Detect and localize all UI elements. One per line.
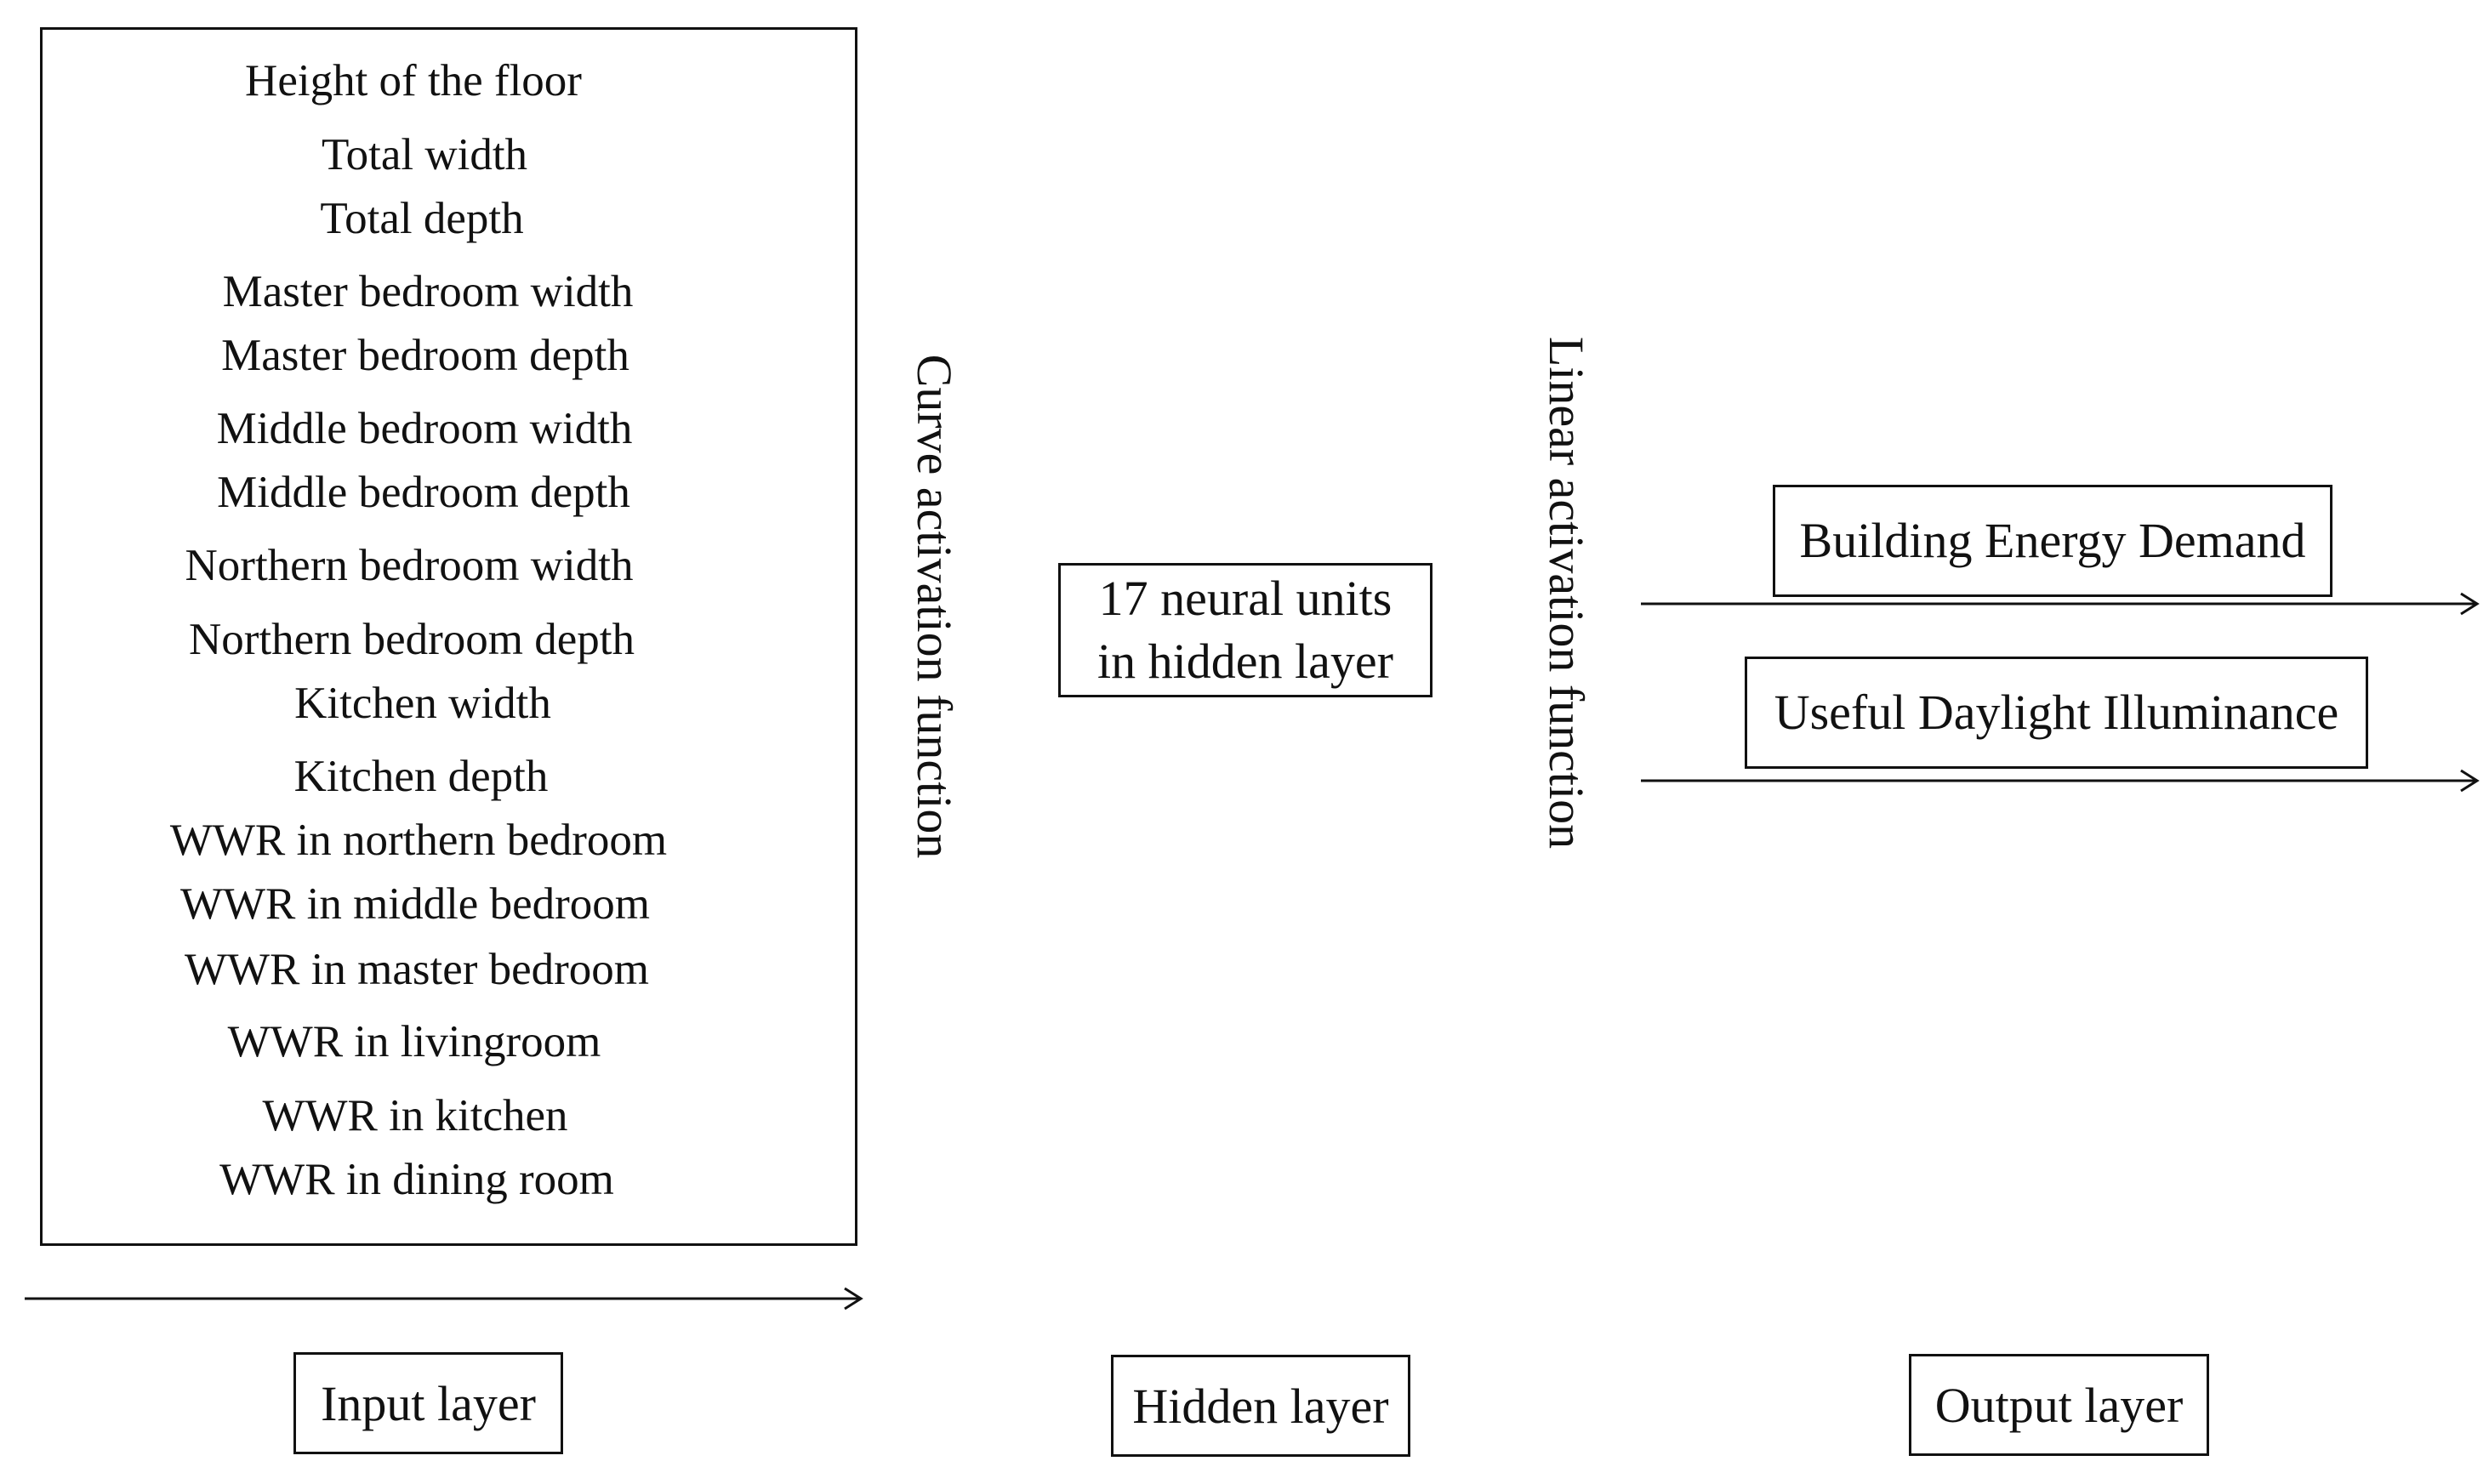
input-arrow <box>25 1287 863 1311</box>
input-item-kitchen-width: Kitchen width <box>294 679 551 728</box>
output-useful-daylight-illuminance: Useful Daylight Illuminance <box>1745 657 2368 769</box>
output-arrow-1 <box>1641 592 2480 616</box>
output-label-1: Building Energy Demand <box>1799 513 2306 568</box>
output-building-energy-demand: Building Energy Demand <box>1773 485 2332 597</box>
hidden-layer-node: 17 neural units in hidden layer <box>1058 563 1432 697</box>
input-item-wwr-master-bedroom: WWR in master bedroom <box>184 945 650 994</box>
input-item-northern-bedroom-depth: Northern bedroom depth <box>189 615 635 664</box>
input-layer-label: Input layer <box>293 1352 563 1454</box>
input-item-middle-bedroom-depth: Middle bedroom depth <box>217 468 630 517</box>
input-item-total-depth: Total depth <box>320 194 524 243</box>
output-arrow-2 <box>1641 769 2480 793</box>
input-item-kitchen-depth: Kitchen depth <box>293 752 549 801</box>
input-item-wwr-livingroom: WWR in livingroom <box>227 1017 601 1066</box>
input-item-master-bedroom-width: Master bedroom width <box>222 267 634 316</box>
input-layer-text: Input layer <box>321 1375 536 1431</box>
output-layer-text: Output layer <box>1934 1377 2184 1433</box>
hidden-layer-text: Hidden layer <box>1132 1378 1389 1434</box>
input-item-total-width: Total width <box>321 130 528 179</box>
output-label-2: Useful Daylight Illuminance <box>1774 685 2339 740</box>
input-item-height-of-floor: Height of the floor <box>245 56 582 105</box>
input-features-box: Height of the floor Total width Total de… <box>40 27 857 1246</box>
input-item-middle-bedroom-width: Middle bedroom width <box>216 404 633 453</box>
input-item-wwr-kitchen: WWR in kitchen <box>262 1091 568 1140</box>
input-item-master-bedroom-depth: Master bedroom depth <box>221 331 629 380</box>
hidden-layer-label: Hidden layer <box>1111 1355 1410 1457</box>
hidden-node-line-1: 17 neural units <box>1098 570 1393 626</box>
output-layer-label: Output layer <box>1909 1354 2209 1456</box>
hidden-node-line-2: in hidden layer <box>1097 634 1393 689</box>
input-item-northern-bedroom-width: Northern bedroom width <box>185 541 634 590</box>
input-item-wwr-dining-room: WWR in dining room <box>219 1155 614 1204</box>
input-item-wwr-northern-bedroom: WWR in northern bedroom <box>169 816 668 865</box>
input-item-wwr-middle-bedroom: WWR in middle bedroom <box>180 879 650 929</box>
